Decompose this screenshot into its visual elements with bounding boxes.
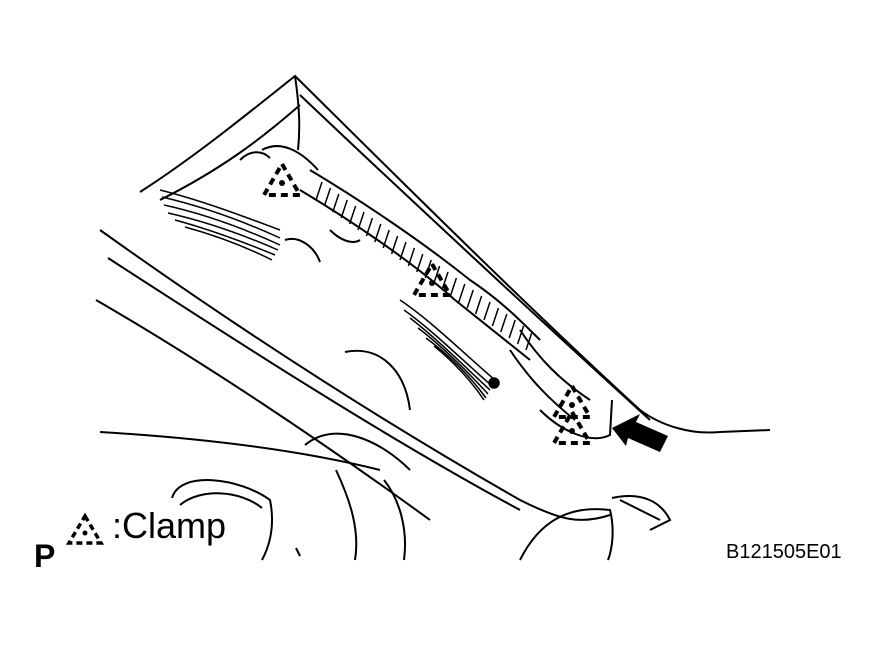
tube-rib xyxy=(340,199,348,219)
tube-rib xyxy=(508,319,516,339)
tube-rib xyxy=(474,295,483,315)
tube-rib xyxy=(315,181,323,201)
legend-label: :Clamp xyxy=(112,505,227,546)
tube-rib xyxy=(491,307,500,327)
tube-rib xyxy=(432,265,441,285)
tube-rib xyxy=(516,325,525,345)
tube-rib xyxy=(525,331,533,351)
tube-rib xyxy=(357,211,365,231)
tube-rib xyxy=(399,241,407,261)
left-bundle xyxy=(159,189,281,261)
middle-bundle xyxy=(399,299,500,401)
tube-rib xyxy=(441,271,449,291)
tube-rib xyxy=(500,313,508,333)
figure-code: B121505E01 xyxy=(726,541,842,563)
tube-rib xyxy=(416,253,424,273)
tube-rib xyxy=(483,301,491,321)
tube-rib xyxy=(365,217,374,237)
tube-rib xyxy=(466,289,474,309)
tube-rib xyxy=(323,187,332,207)
tube-rib xyxy=(382,229,390,249)
pillar-outline xyxy=(95,74,771,521)
tube-rib xyxy=(332,193,340,213)
tube-rib xyxy=(390,235,399,255)
clamp-symbol-1 xyxy=(262,162,302,197)
pointer-arrow xyxy=(612,414,668,452)
tube-rib xyxy=(374,223,382,243)
tube-rib xyxy=(407,247,416,267)
dashboard-trim xyxy=(171,349,672,561)
tube-ribs xyxy=(315,181,533,351)
corner-letter: P xyxy=(34,538,56,574)
harness-tube xyxy=(239,145,613,440)
tube-rib xyxy=(458,283,466,303)
tube-rib xyxy=(449,277,458,297)
tube-rib xyxy=(348,205,357,225)
dashed-triangle-clamp-icon xyxy=(66,512,104,545)
